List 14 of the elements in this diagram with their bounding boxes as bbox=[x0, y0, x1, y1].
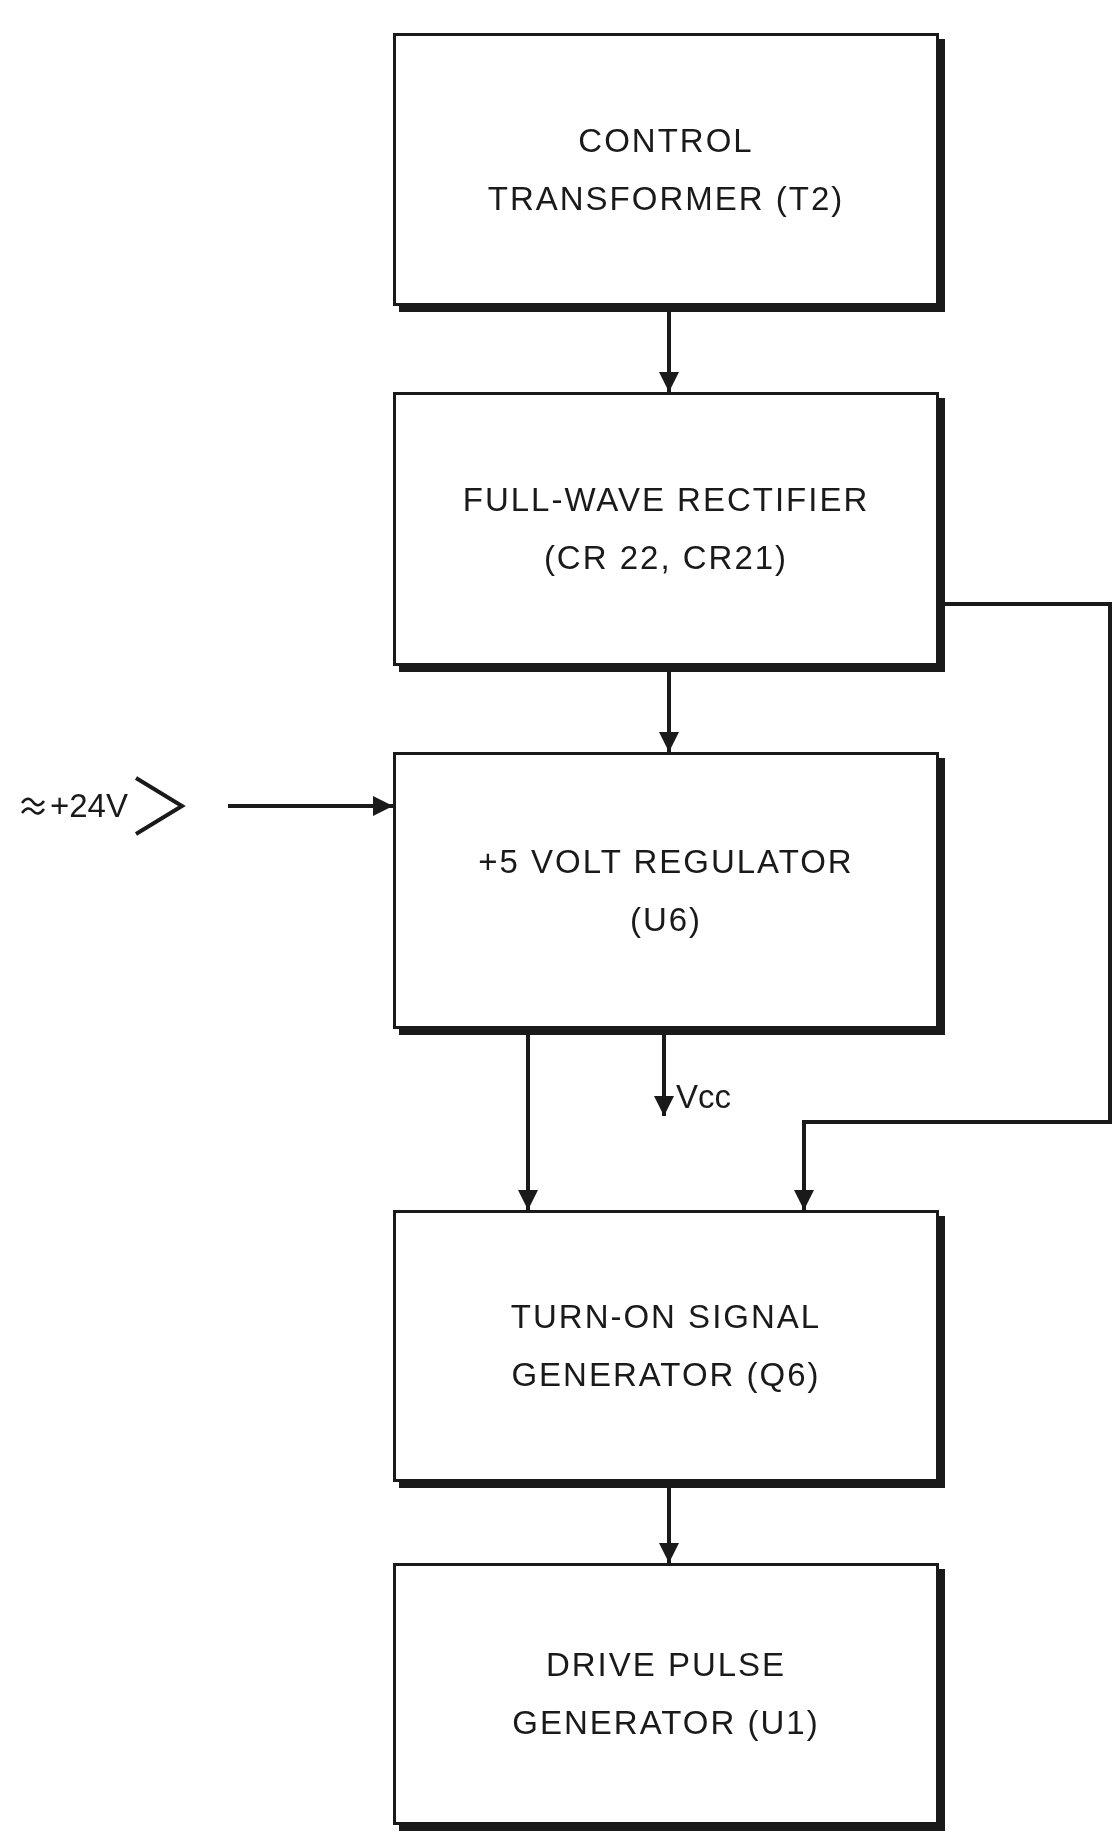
voltage-label: +24V bbox=[50, 787, 128, 825]
arrow bbox=[228, 796, 393, 816]
block-label: DRIVE PULSE GENERATOR (U1) bbox=[511, 1645, 821, 1743]
arrow bbox=[659, 672, 679, 752]
arrow bbox=[654, 1035, 674, 1116]
arrow bbox=[794, 602, 1112, 1210]
block-label: TURN-ON SIGNAL GENERATOR (Q6) bbox=[509, 1297, 823, 1395]
block-label: +5 VOLT REGULATOR (U6) bbox=[477, 841, 855, 940]
arrow bbox=[659, 312, 679, 392]
arrow bbox=[659, 1488, 679, 1563]
edge-label: Vcc bbox=[676, 1078, 731, 1116]
block-label: FULL-WAVE RECTIFIER (CR 22, CR21) bbox=[461, 480, 871, 578]
arrow bbox=[518, 1035, 538, 1210]
block-label: CONTROL TRANSFORMER (T2) bbox=[486, 120, 846, 219]
